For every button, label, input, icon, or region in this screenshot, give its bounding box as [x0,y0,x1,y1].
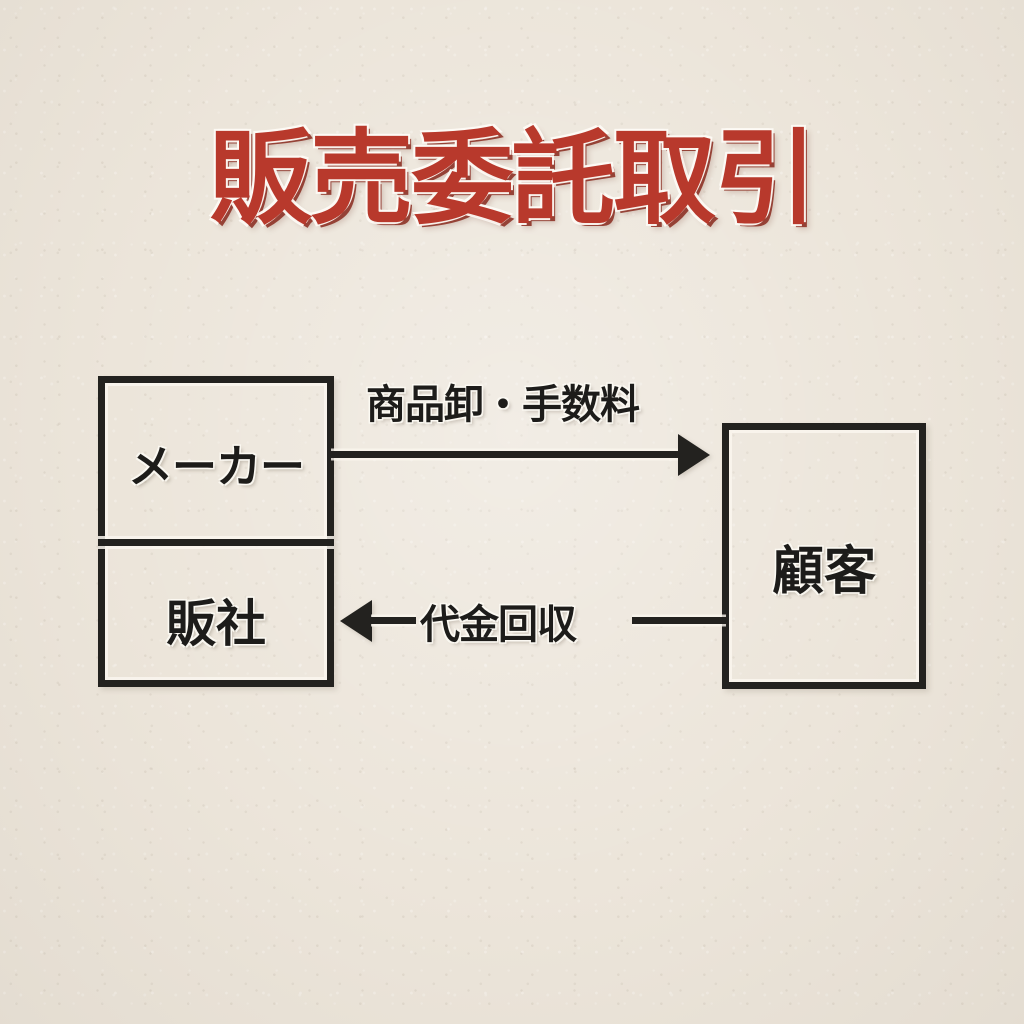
edge-label-top: 商品卸・手数料 [366,382,640,428]
page-title: 販売委託取引 [209,119,817,239]
edge-label-bottom: 代金回収 [420,602,577,648]
edge-line-bottom-right [632,617,726,624]
node-label-sales: 販社 [166,595,266,653]
node-divider-line [98,539,334,546]
arrowhead-left-icon [340,600,372,642]
node-box-customer [722,423,926,689]
edge-line-top [331,451,679,458]
node-box-maker-sales [98,376,334,687]
arrowhead-right-icon [678,434,710,476]
node-label-customer: 顧客 [771,542,876,602]
edge-line-bottom-left [371,617,416,624]
node-label-maker: メーカー [127,440,305,493]
